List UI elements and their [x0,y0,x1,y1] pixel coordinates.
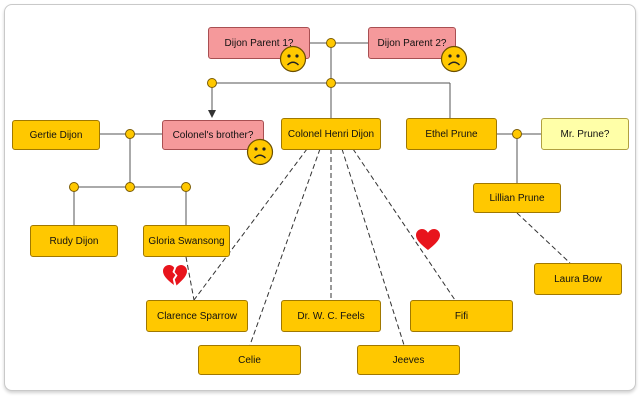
broken-heart-icon [163,265,187,286]
node-colonels-brother[interactable]: Colonel's brother? [162,120,264,150]
node-clarence-sparrow[interactable]: Clarence Sparrow [146,300,248,332]
junction-dot [125,129,135,139]
junction-dot [69,182,79,192]
junction-dot [512,129,522,139]
node-dr-feels[interactable]: Dr. W. C. Feels [281,300,381,332]
junction-dot [326,78,336,88]
junction-dot [125,182,135,192]
node-gloria-swansong[interactable]: Gloria Swansong [143,225,230,257]
node-celie[interactable]: Celie [198,345,301,375]
heart-icon [416,229,440,250]
sad-face-icon [440,45,468,73]
node-laura-bow[interactable]: Laura Bow [534,263,622,295]
node-dijon-parent-2[interactable]: Dijon Parent 2? [368,27,456,59]
node-gertie-dijon[interactable]: Gertie Dijon [12,120,100,150]
node-ethel-prune[interactable]: Ethel Prune [406,118,497,150]
junction-dot [326,38,336,48]
node-mr-prune[interactable]: Mr. Prune? [541,118,629,150]
node-lillian-prune[interactable]: Lillian Prune [473,183,561,213]
junction-dot [207,78,217,88]
node-colonel-henri-dijon[interactable]: Colonel Henri Dijon [281,118,381,150]
node-rudy-dijon[interactable]: Rudy Dijon [30,225,118,257]
node-jeeves[interactable]: Jeeves [357,345,460,375]
sad-face-icon [246,138,274,166]
junction-dot [181,182,191,192]
node-fifi[interactable]: Fifi [410,300,513,332]
sad-face-icon [279,45,307,73]
